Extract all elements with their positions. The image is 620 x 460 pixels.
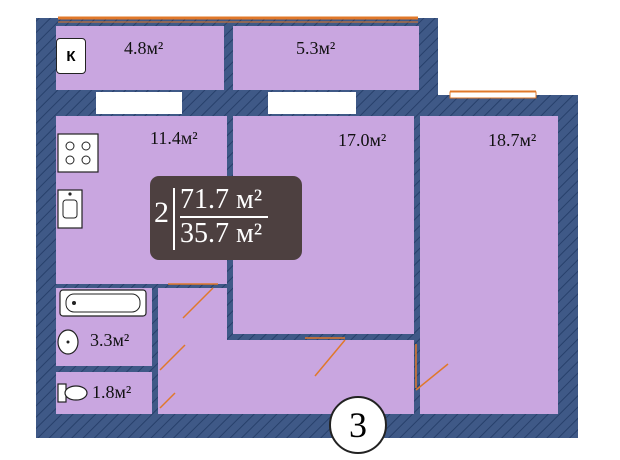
unit-number-badge: 3 xyxy=(329,396,387,454)
washbasin-icon xyxy=(57,329,79,355)
area-label-bedroom: 18.7м² xyxy=(488,130,537,150)
apartment-area-summary: 2 71.7 м² 35.7 м² xyxy=(150,176,302,260)
sink-icon xyxy=(57,189,83,229)
area-label-kitchen: 11.4м² xyxy=(150,128,198,148)
area-label-loggia-left: 4.8м² xyxy=(124,38,164,58)
area-label-living-room: 17.0м² xyxy=(338,130,387,150)
area-label-loggia-right: 5.3м² xyxy=(296,38,336,58)
rooms-count: 2 xyxy=(154,196,169,229)
window-frame xyxy=(449,91,537,99)
living-area: 35.7 м² xyxy=(180,216,269,250)
bathtub-icon xyxy=(59,289,147,317)
toilet-icon xyxy=(57,383,88,403)
loggia-right-room xyxy=(233,26,419,90)
summary-divider xyxy=(173,188,175,250)
window-opening xyxy=(268,92,356,114)
stove-icon xyxy=(57,133,99,173)
bedroom-room xyxy=(420,116,558,414)
area-label-bathroom: 3.3м² xyxy=(90,330,130,350)
window-opening xyxy=(96,92,182,114)
door-swings xyxy=(159,283,449,409)
hallway-room xyxy=(158,288,414,414)
kitchen-marker-badge: К xyxy=(56,38,86,74)
total-area: 71.7 м² xyxy=(180,184,263,215)
area-label-toilet: 1.8м² xyxy=(92,382,132,402)
